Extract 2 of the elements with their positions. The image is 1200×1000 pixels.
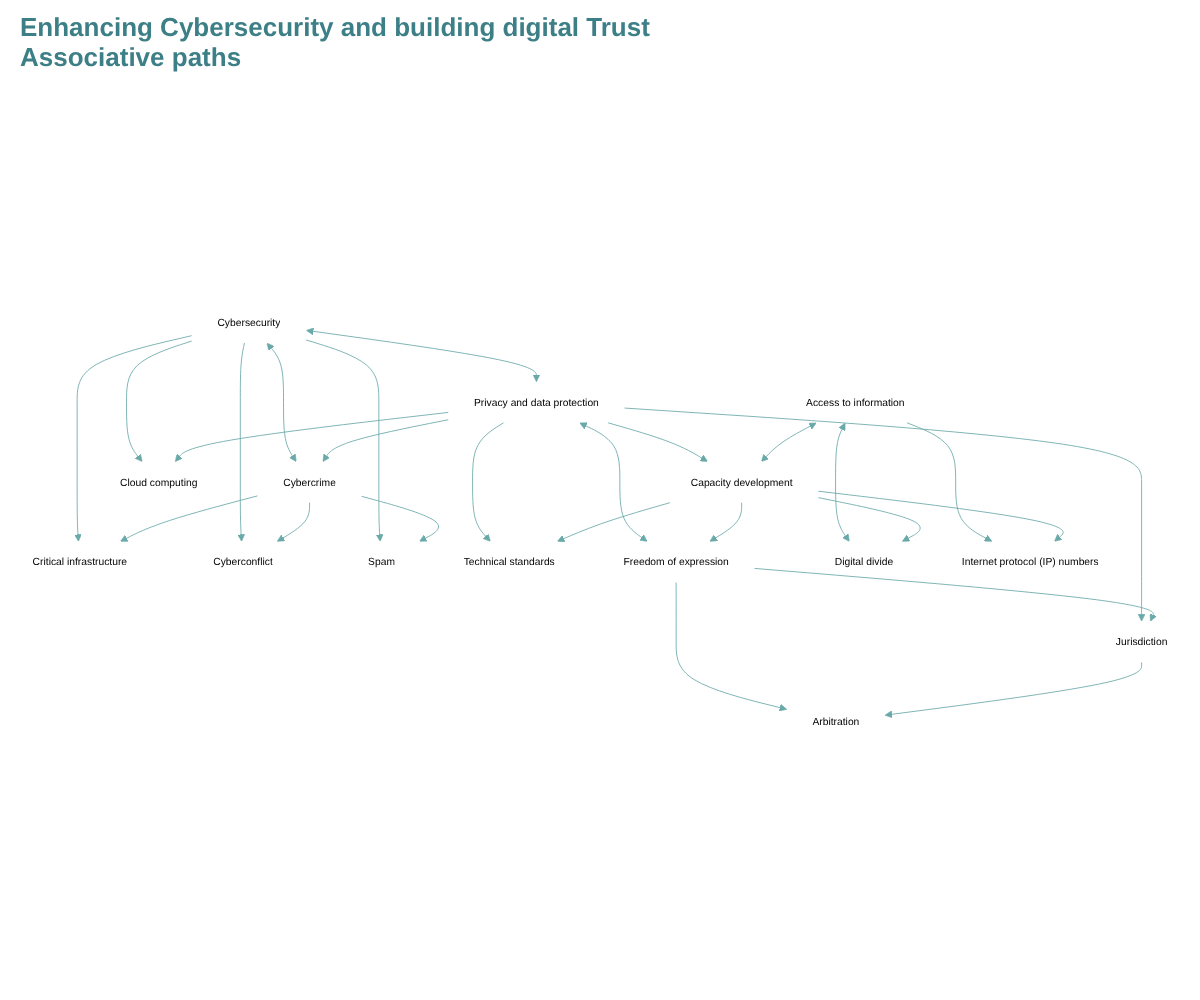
subtitle: Associative paths — [20, 42, 244, 72]
diagram-title: Enhancing Cybersecurity and building digital Trust — [20, 12, 652, 42]
